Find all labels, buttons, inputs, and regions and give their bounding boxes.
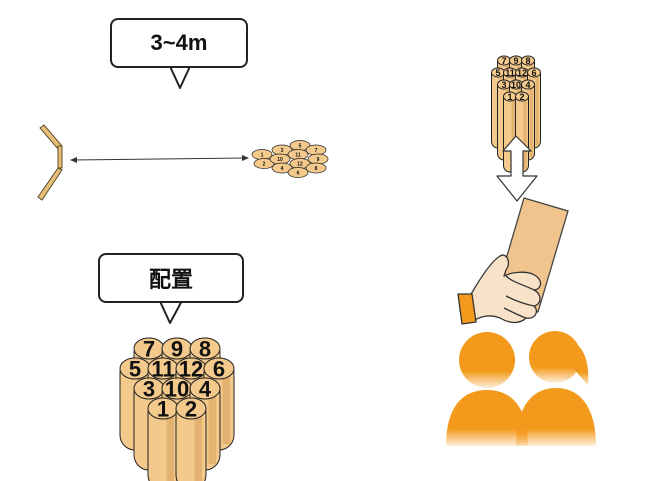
pin: 2	[175, 396, 207, 481]
pin-top: 5	[289, 140, 311, 151]
pin-number: 2	[263, 162, 266, 168]
callout-tail	[167, 61, 193, 89]
pin-number: 6	[297, 171, 300, 177]
pin-number: 8	[199, 336, 211, 361]
pin-top: 2	[253, 158, 275, 169]
layout-label: 配置	[98, 253, 244, 303]
pin-number: 7	[143, 336, 155, 361]
pin-top: 4	[271, 162, 293, 174]
pin-number: 6	[531, 68, 536, 78]
pin-top: 3	[271, 144, 293, 156]
pin-number: 8	[315, 166, 318, 172]
pin-number: 9	[171, 336, 183, 361]
callout-tail-cover	[170, 61, 190, 65]
pin-top: 12	[289, 158, 311, 169]
throw-line	[37, 124, 63, 201]
pin: 1	[147, 396, 179, 481]
pin-number: 1	[157, 396, 169, 421]
layout-callout: 配置	[98, 253, 244, 325]
pin-number: 8	[525, 56, 530, 66]
pin-number: 11	[505, 68, 515, 78]
pin-number: 2	[185, 396, 197, 421]
pin-top: 1	[251, 149, 273, 160]
hand-icon	[457, 254, 542, 325]
pin-number: 7	[501, 56, 506, 66]
pin-number: 11	[151, 356, 174, 381]
callout-tail	[157, 296, 185, 324]
pin-number: 4	[199, 376, 212, 401]
people-silhouette	[446, 331, 596, 446]
callout-tail-cover	[160, 296, 182, 300]
pin-number: 2	[519, 92, 524, 102]
double-arrow-icon	[496, 135, 538, 202]
pin-number: 6	[213, 356, 225, 381]
pin-number: 10	[277, 157, 283, 163]
pin-number: 5	[495, 68, 500, 78]
pin-number: 3	[281, 148, 284, 154]
pin-top: 9	[307, 153, 329, 165]
pin-number: 3	[501, 80, 506, 90]
distance-label: 3~4m	[110, 18, 248, 68]
pin-number: 3	[143, 376, 155, 401]
pin-number: 1	[507, 92, 512, 102]
pin-top: 6	[287, 167, 309, 178]
pin-number: 1	[261, 153, 264, 159]
pin-number: 4	[525, 80, 530, 90]
pin-number: 12	[297, 162, 303, 168]
distance-arrow	[70, 155, 249, 163]
pin-number: 9	[317, 157, 320, 163]
pin-top: 8	[305, 162, 327, 174]
pin-number: 5	[299, 144, 302, 150]
pin-number: 4	[281, 166, 284, 172]
pin-number: 11	[295, 153, 301, 159]
pin-number: 9	[513, 56, 518, 66]
pin-number: 10	[165, 376, 189, 401]
pin-number: 7	[315, 148, 318, 154]
pin-number: 10	[511, 80, 521, 90]
pin-number: 5	[129, 356, 141, 381]
pin-number: 12	[179, 356, 203, 381]
pin-number: 12	[517, 68, 527, 78]
distance-callout: 3~4m	[110, 18, 248, 90]
